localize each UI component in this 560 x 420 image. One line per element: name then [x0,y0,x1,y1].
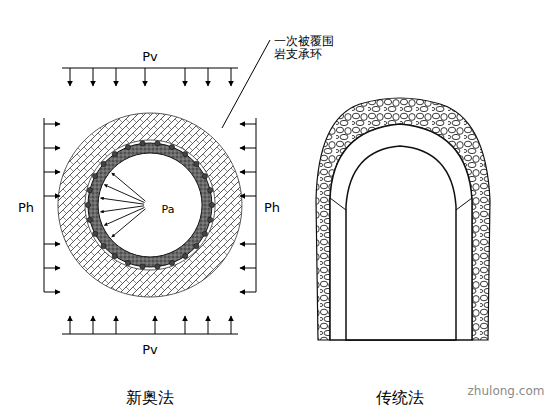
load-label: Ph [18,201,34,215]
tunnel-lining [330,124,472,340]
load-label: Pv [142,343,158,357]
rubble-backfill [316,98,490,340]
load-label: Pa [162,204,175,216]
springline-joints [330,198,472,340]
radial-pressure-arrows [100,173,145,237]
shotcrete-lining [88,143,212,267]
load-arrows [44,68,256,334]
caption: 传统法 [376,389,424,407]
rock-support-ring [58,113,242,297]
load-label: Ph [264,201,280,215]
lining-bolts [85,141,214,269]
caption: 新奥法 [126,389,174,407]
load-label: Pv [142,50,158,64]
tunnel-opening [346,146,456,340]
watermark: zhulong.com [468,385,545,398]
callout-label: 一次被覆围岩支承环 [274,35,338,61]
leader-line [222,40,270,128]
